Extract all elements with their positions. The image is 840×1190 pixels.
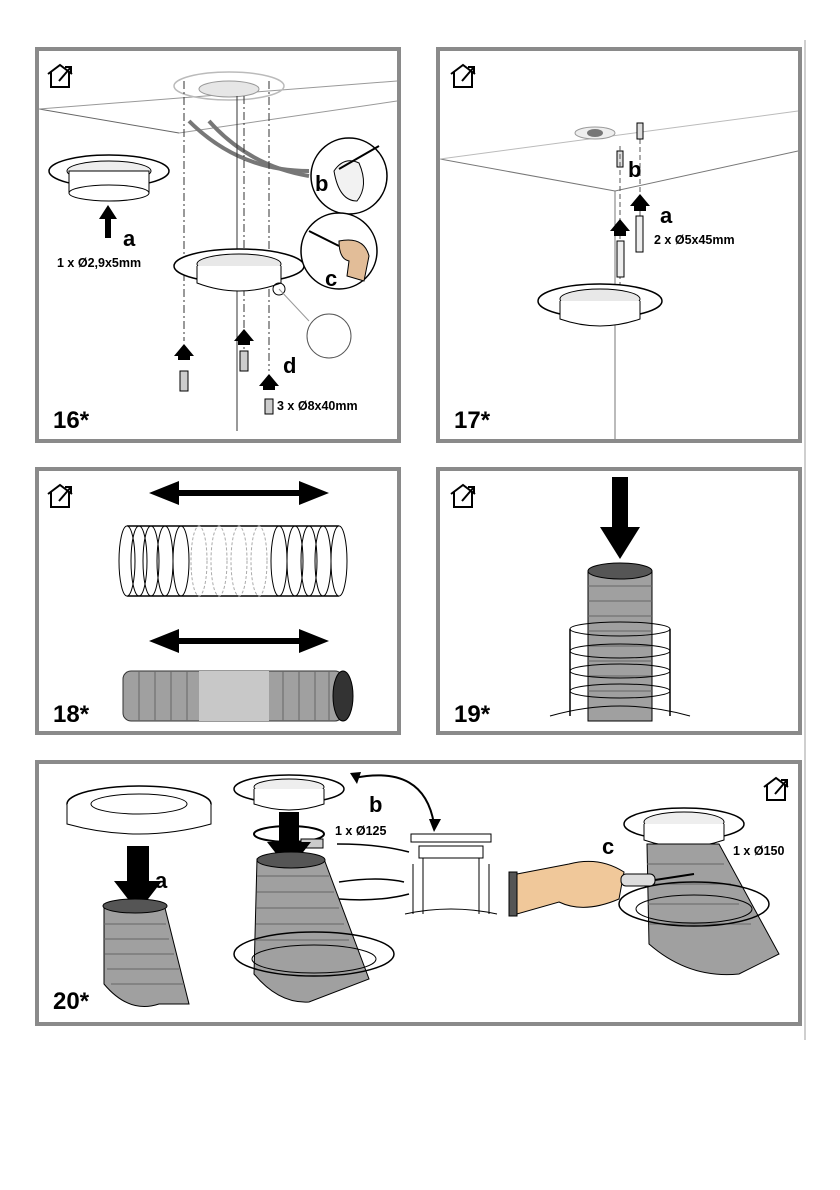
- house-install-icon: [47, 483, 73, 508]
- label-16-c: c: [325, 266, 338, 291]
- figure-16-panel: a 1 x Ø2,9x5mm b c d 3 x Ø8x40mm 16*: [35, 47, 401, 443]
- spec-20-b: 1 x Ø125: [335, 824, 387, 838]
- label-16-a: a: [123, 226, 136, 251]
- label-20-b: b: [369, 792, 383, 817]
- spec-16-a: 1 x Ø2,9x5mm: [57, 256, 142, 270]
- figure-17-star: *: [480, 407, 491, 434]
- figure-number-17: 17*: [454, 407, 490, 435]
- figure-17-drawing: [440, 110, 798, 439]
- figure-number-18: 18*: [53, 701, 89, 729]
- figure-number-19: 19*: [454, 701, 490, 729]
- figure-number-20: 20*: [53, 988, 89, 1016]
- house-install-icon: [47, 63, 73, 88]
- figure-18-star: *: [79, 701, 90, 728]
- label-16-d: d: [283, 353, 297, 378]
- label-20-a: a: [155, 868, 168, 893]
- spec-20-c: 1 x Ø150: [733, 844, 785, 858]
- label-17-a: a: [660, 203, 673, 228]
- figure-17-number: 17: [454, 407, 481, 434]
- figure-18-panel: 18*: [35, 467, 401, 735]
- page-right-rule: [804, 40, 806, 1040]
- label-16-b: b: [315, 171, 329, 196]
- figure-20-panel: a b 1 x Ø125 c 1 x Ø150 20*: [35, 760, 802, 1026]
- figure-19-panel: 19*: [436, 467, 802, 735]
- figure-16-number: 16: [53, 407, 80, 434]
- label-20-c: c: [602, 834, 615, 859]
- figure-16-star: *: [79, 407, 90, 434]
- figure-18-number: 18: [53, 701, 80, 728]
- house-install-icon: [450, 483, 476, 508]
- figure-19-number: 19: [454, 701, 481, 728]
- house-install-icon: [763, 776, 789, 801]
- figure-18-drawing: [118, 481, 354, 722]
- figure-19-star: *: [480, 701, 491, 728]
- spec-17-a: 2 x Ø5x45mm: [654, 233, 735, 247]
- figure-number-16: 16*: [53, 407, 89, 435]
- spec-16-d: 3 x Ø8x40mm: [277, 399, 358, 413]
- figure-19-drawing: [549, 477, 691, 722]
- figure-20-number: 20: [53, 988, 80, 1015]
- figure-20-star: *: [79, 988, 90, 1015]
- figure-20-drawing: [66, 772, 780, 1007]
- label-17-b: b: [628, 157, 642, 182]
- house-install-icon: [450, 63, 476, 88]
- figure-16-drawing: [39, 71, 397, 431]
- figure-17-panel: b a 2 x Ø5x45mm 17*: [436, 47, 802, 443]
